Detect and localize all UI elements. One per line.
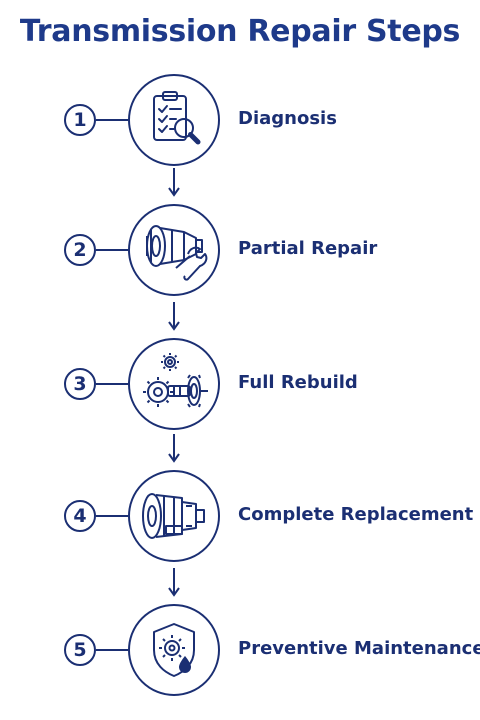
step-icon-circle xyxy=(128,74,220,166)
gears-shaft-icon xyxy=(143,353,208,408)
transmission-unit-icon xyxy=(142,493,205,539)
flow-arrow xyxy=(168,168,180,197)
step-icon-circle xyxy=(128,470,220,562)
flow-arrow xyxy=(168,568,180,597)
step-label: Partial Repair xyxy=(238,238,378,259)
step-number: 4 xyxy=(64,500,96,532)
connector-line xyxy=(96,649,128,651)
step-label: Complete Replacement xyxy=(238,504,474,525)
step-icon-circle xyxy=(128,338,220,430)
clipboard-magnifier-icon xyxy=(153,91,201,145)
step-label: Full Rebuild xyxy=(238,372,358,393)
step-number: 2 xyxy=(64,234,96,266)
page-title: Transmission Repair Steps xyxy=(19,14,461,49)
step-number: 3 xyxy=(64,368,96,400)
step-icon-circle xyxy=(128,604,220,696)
step-number: 1 xyxy=(64,104,96,136)
connector-line xyxy=(96,119,128,121)
step-label: Preventive Maintenance xyxy=(238,638,480,659)
connector-line xyxy=(96,249,128,251)
connector-line xyxy=(96,515,128,517)
flow-arrow xyxy=(168,434,180,463)
flow-arrow xyxy=(168,302,180,331)
step-full-rebuild: 3 Full Rebuild xyxy=(0,336,480,432)
step-number: 5 xyxy=(64,634,96,666)
step-icon-circle xyxy=(128,204,220,296)
step-complete-replacement: 4 Complete Replacement xyxy=(0,468,480,564)
step-label: Diagnosis xyxy=(238,108,337,129)
connector-line xyxy=(96,383,128,385)
transmission-wrench-icon xyxy=(146,225,208,281)
step-preventive-maintenance: 5 Preventive Maintenance xyxy=(0,602,480,698)
shield-gear-drop-icon xyxy=(153,623,195,677)
step-partial-repair: 2 Partial Repair xyxy=(0,202,480,298)
step-diagnosis: 1 Diagnosis xyxy=(0,72,480,168)
